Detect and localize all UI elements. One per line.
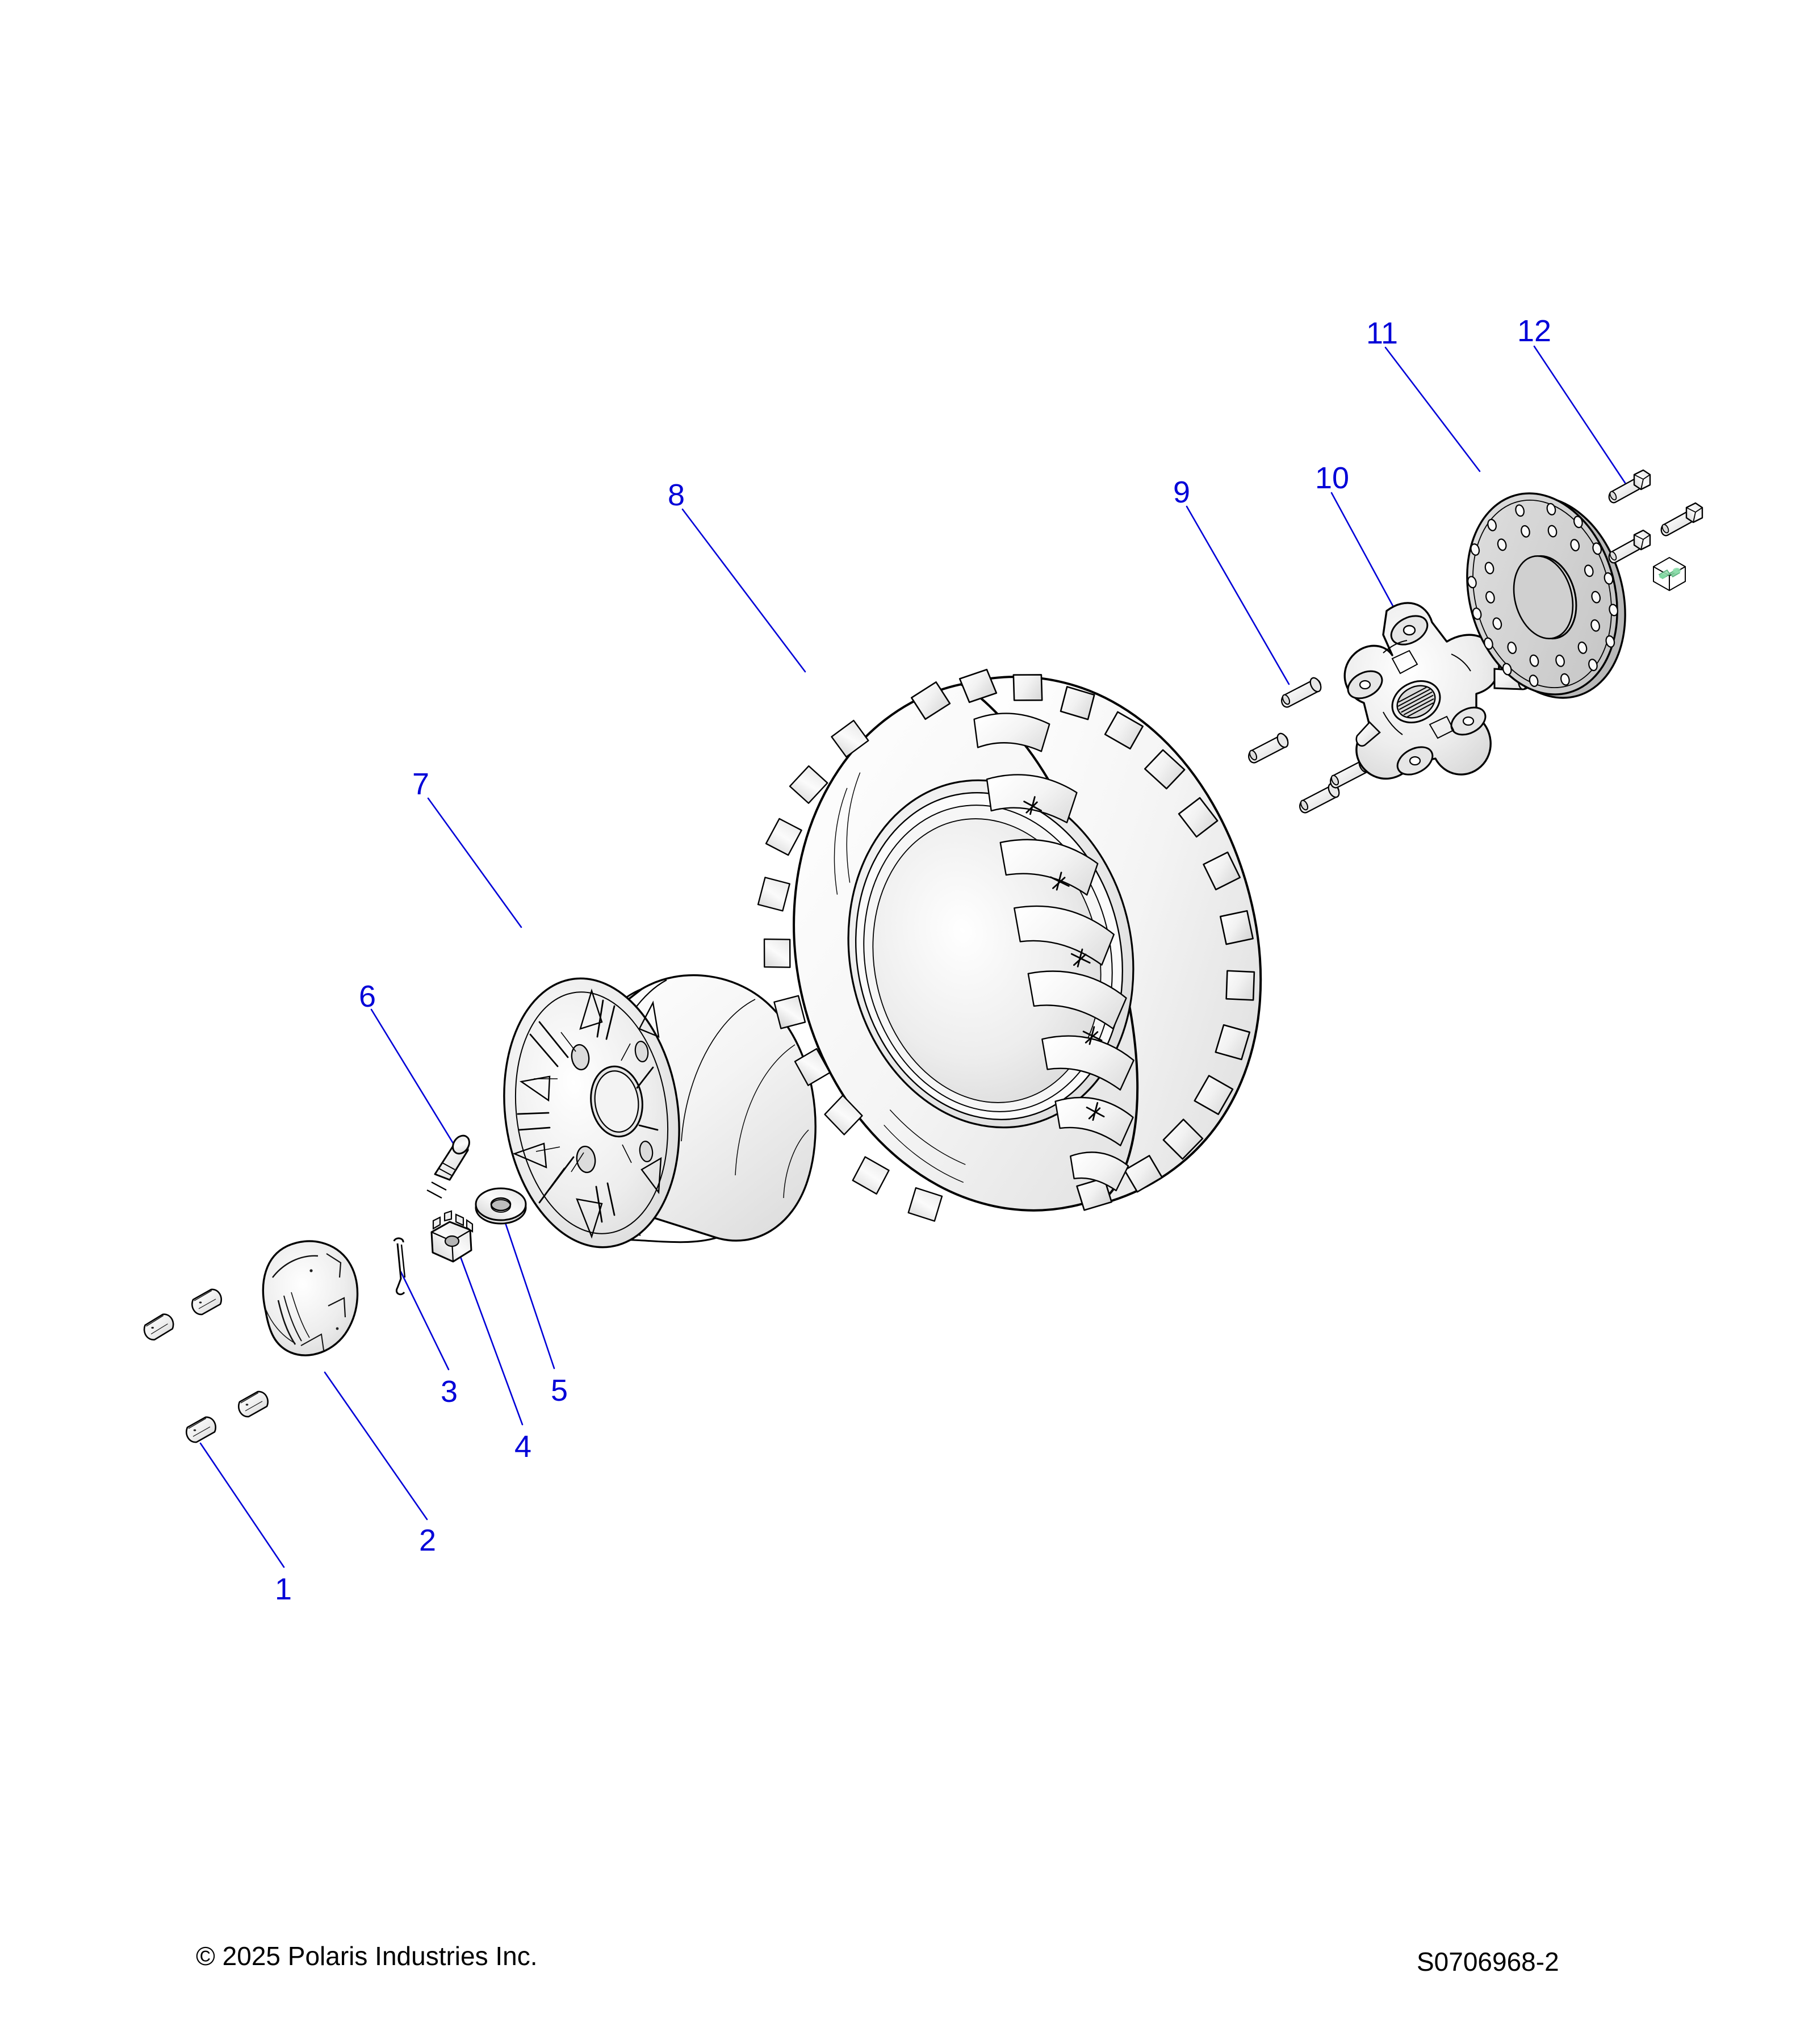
leader-line-6: [370, 1008, 457, 1148]
part-brake-disc: [1466, 492, 1626, 699]
leader-line-8: [681, 508, 806, 673]
threadlocker-indicator: [1653, 557, 1686, 591]
part-lug-nut: [237, 1390, 269, 1418]
leader-line-11: [1384, 346, 1481, 472]
leader-line-3: [400, 1271, 450, 1371]
callout-number-5: 5: [551, 1373, 568, 1408]
part-cotter-pin: [393, 1237, 406, 1296]
leader-line-5: [502, 1215, 555, 1369]
callout-leader-lines: [199, 345, 1627, 1568]
callout-number-3: 3: [441, 1375, 458, 1409]
part-brake-disc-bolt: [1608, 529, 1651, 564]
part-wheel-rim: [503, 974, 817, 1249]
callout-number-7: 7: [412, 767, 430, 801]
callout-number-12: 12: [1517, 314, 1552, 348]
part-brake-disc-bolt: [1660, 502, 1703, 537]
part-lug-nut: [191, 1288, 223, 1316]
leader-line-10: [1330, 492, 1398, 614]
part-tire: [757, 668, 1262, 1222]
callout-number-8: 8: [668, 478, 685, 512]
part-valve-stem: [426, 1134, 470, 1199]
leader-line-2: [324, 1371, 428, 1521]
drawing-number: S0706968-2: [1417, 1947, 1559, 1976]
part-wheel-hub: [1343, 602, 1532, 780]
part-brake-disc-bolt-group: [1608, 469, 1703, 564]
part-lug-nut: [185, 1416, 217, 1443]
part-castle-nut: [430, 1210, 474, 1263]
callout-number-10: 10: [1315, 461, 1350, 495]
leader-line-4: [455, 1243, 524, 1426]
part-hub-cap: [262, 1240, 359, 1356]
callout-number-11: 11: [1366, 316, 1399, 350]
leader-line-12: [1533, 345, 1627, 485]
callout-number-1: 1: [275, 1572, 292, 1606]
callout-number-9: 9: [1173, 475, 1191, 509]
part-wheel-stud: [1247, 731, 1291, 764]
callout-number-2: 2: [419, 1523, 437, 1557]
part-washer: [475, 1187, 527, 1225]
callout-number-6: 6: [359, 979, 376, 1013]
leader-line-7: [427, 797, 522, 928]
leader-line-9: [1186, 505, 1290, 685]
part-lug-nut: [143, 1313, 175, 1341]
callout-number-4: 4: [514, 1430, 532, 1464]
leader-line-1: [199, 1442, 285, 1568]
part-lug-nut-group: [143, 1288, 269, 1443]
part-brake-disc-bolt: [1608, 469, 1651, 504]
copyright-notice: © 2025 Polaris Industries Inc.: [196, 1941, 538, 1971]
